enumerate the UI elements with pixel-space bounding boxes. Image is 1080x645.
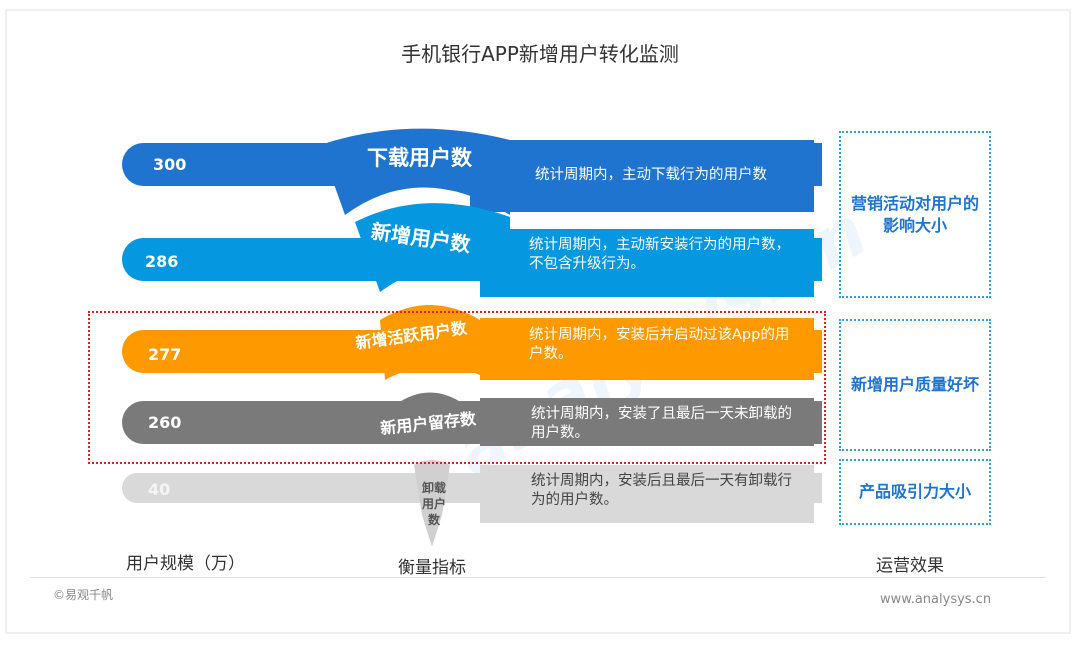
retained-users-desc: 统计周期内，安装了且最后一天未卸载的用户数。 (531, 406, 792, 441)
retained-users-funnel-shape (395, 392, 465, 440)
new-users-funnel-shape (355, 203, 510, 292)
effect-box-quality: 新增用户质量好坏 (839, 319, 991, 451)
retained-users-value: 260 (148, 413, 182, 432)
active-users-value: 277 (148, 345, 182, 364)
download-funnel-shape (320, 128, 510, 215)
uninstall-users-desc-panel (480, 465, 814, 523)
footer-divider (30, 577, 1046, 578)
new-users-desc: 统计周期内，主动新安装行为的用户数，不包含升级行为。 (529, 237, 790, 272)
uninstall-users-desc: 统计周期内，安装后且最后一天有卸载行为的用户数。 (531, 473, 792, 508)
uninstall-users-label: 卸载用户数 (421, 481, 446, 527)
axis-label-user-scale: 用户规模（万） (126, 554, 245, 574)
download-desc-panel (470, 140, 814, 212)
axis-label-metrics: 衡量指标 (398, 558, 466, 578)
retained-users-desc-panel (480, 398, 814, 446)
download-value: 300 (153, 155, 187, 174)
uninstall-funnel-shape (414, 460, 450, 547)
new-users-value: 286 (145, 252, 179, 271)
new-users-desc-panel (480, 229, 814, 297)
website-link: www.analysys.cn (880, 592, 992, 607)
quality-highlight-box (88, 311, 826, 464)
uninstall-users-value: 40 (148, 480, 171, 499)
axis-label-effect: 运营效果 (876, 556, 944, 576)
effect-box-attraction: 产品吸引力大小 (839, 459, 991, 525)
effect-box-marketing: 营销活动对用户的影响大小 (839, 131, 991, 298)
active-users-desc-panel (480, 318, 814, 380)
download-desc: 统计周期内，主动下载行为的用户数 (535, 167, 767, 183)
active-users-desc: 统计周期内，安装后并启动过该App的用户数。 (529, 327, 790, 362)
download-label: 下载用户数 (367, 146, 472, 170)
active-users-funnel-shape (380, 305, 480, 380)
copyright: ©易观千帆 (53, 588, 114, 602)
diagram-title: 手机银行APP新增用户转化监测 (401, 42, 679, 66)
